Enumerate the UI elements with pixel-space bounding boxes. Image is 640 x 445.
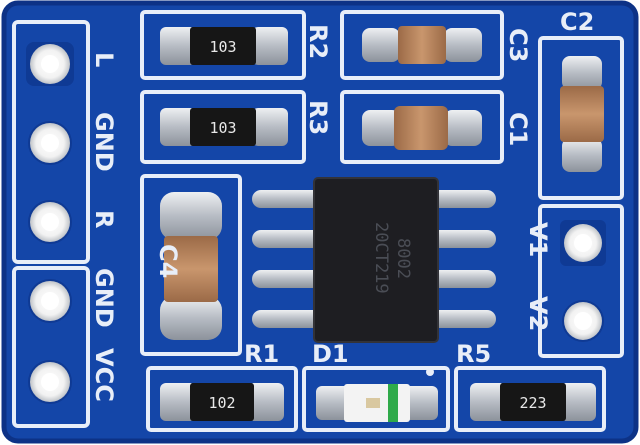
capacitor-c1 [362, 106, 482, 150]
pin-pad-r [28, 200, 72, 244]
resistor-r2-code: 103 [209, 38, 236, 56]
label-c1: C1 [504, 112, 532, 146]
label-r2: R2 [304, 24, 332, 59]
label-c3: C3 [504, 28, 532, 62]
right-header-pins [560, 220, 606, 342]
right-pin-labels: V1 V2 [524, 222, 552, 331]
component-outlines [140, 10, 624, 432]
pin-label-v1: V1 [524, 222, 552, 257]
capacitor-c3 [362, 26, 482, 64]
pin-pad-v2 [562, 300, 604, 342]
label-r1: R1 [244, 340, 279, 368]
pin-label-gnd-2: GND [90, 268, 118, 328]
label-c2: C2 [560, 8, 594, 36]
left-header-silkscreen [12, 20, 90, 428]
pin-label-vcc: VCC [90, 348, 118, 402]
capacitor-c2 [560, 56, 604, 172]
label-r3: R3 [304, 100, 332, 135]
resistor-r1-code: 102 [208, 394, 235, 412]
left-header-pins [26, 42, 74, 404]
pin-pad-vcc [28, 360, 72, 404]
resistor-r2: 103 [160, 27, 288, 65]
label-d1: D1 [312, 340, 349, 368]
resistor-r5-code: 223 [519, 394, 546, 412]
polarity-dot [426, 368, 434, 376]
pin-label-v2: V2 [524, 296, 552, 331]
ic-chip: 8002 20CT219 [313, 177, 439, 343]
ic-marking-line1: 8002 [393, 238, 413, 279]
label-c4: C4 [154, 244, 182, 278]
ic-pins-right [428, 190, 496, 328]
pin-label-r: R [90, 210, 118, 228]
resistor-r3-code: 103 [209, 119, 236, 137]
left-pin-labels: L GND R GND VCC [90, 52, 118, 402]
label-r5: R5 [456, 340, 491, 368]
pin-pad-l [26, 42, 74, 86]
resistor-r3: 103 [160, 108, 288, 146]
pin-pad-gnd-2 [28, 279, 72, 323]
pin-pad-v1 [560, 220, 606, 266]
ic-marking-line2: 20CT219 [371, 222, 391, 294]
led-d1 [316, 384, 438, 422]
pin-pad-gnd-1 [28, 121, 72, 165]
pin-label-l: L [90, 52, 118, 67]
pin-label-gnd-1: GND [90, 112, 118, 172]
designator-labels: R2 R3 C3 C1 C2 C4 R1 R1 D1 R5 [154, 8, 594, 368]
capacitor-c4 [160, 192, 222, 340]
ic-pins-left [252, 190, 322, 328]
resistor-r5: 223 [470, 383, 596, 421]
resistor-r1: 102 [160, 383, 284, 421]
